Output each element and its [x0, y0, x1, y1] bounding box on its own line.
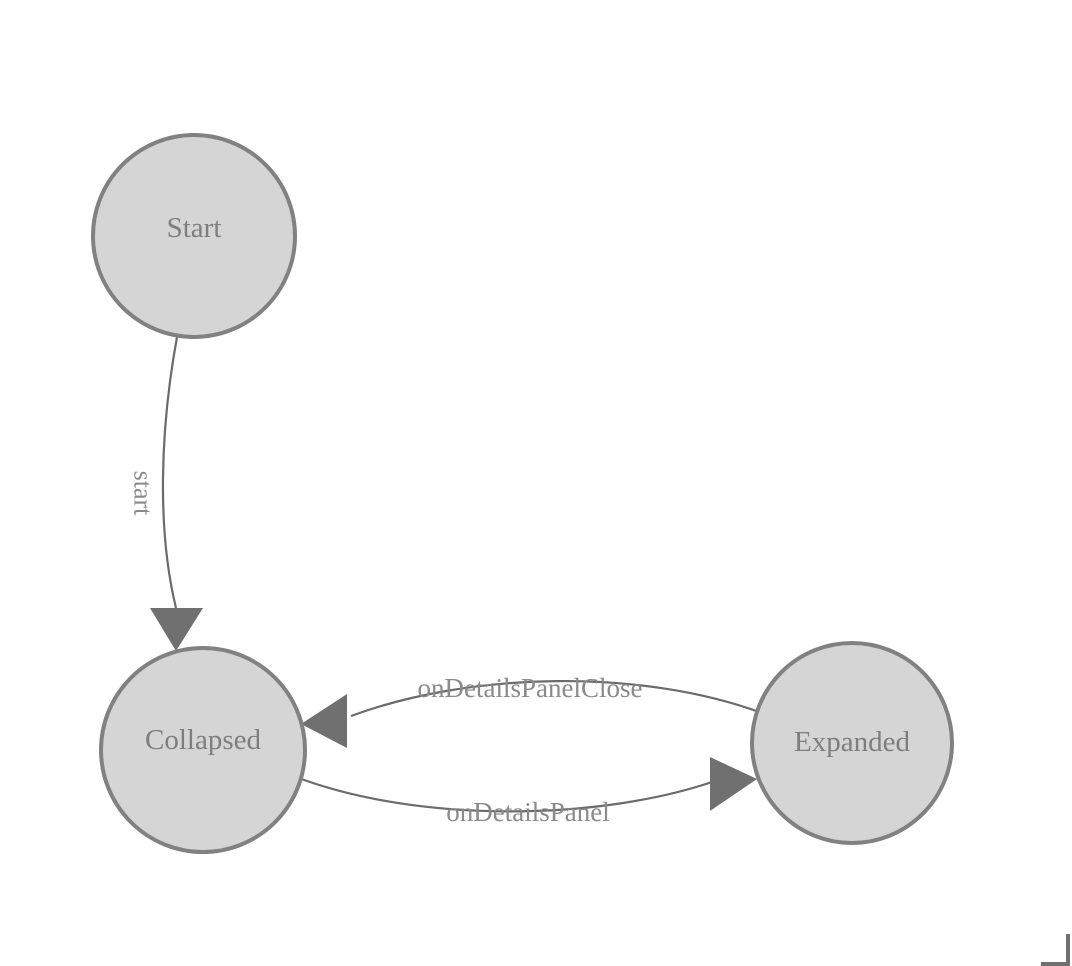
corner-mark-vertical: [1066, 934, 1070, 966]
edge-path-collapsed-to-expanded: [295, 775, 713, 813]
arrowhead-right-icon: [710, 757, 757, 811]
edge-expanded-to-collapsed[interactable]: [301, 679, 763, 748]
arrowhead-down-icon: [150, 608, 203, 651]
node-collapsed[interactable]: Collapsed: [99, 646, 307, 854]
edge-label-start: start: [129, 471, 158, 517]
arrowhead-left-icon: [301, 694, 347, 748]
node-expanded[interactable]: Expanded: [750, 641, 954, 845]
edge-path-start-to-collapsed: [161, 336, 179, 609]
node-expanded-circle: [750, 641, 954, 845]
node-start-label: Start: [167, 212, 222, 244]
node-collapsed-circle: [99, 646, 307, 854]
node-expanded-label: Expanded: [794, 726, 910, 758]
edge-label-on-details-panel: onDetailsPanel: [446, 797, 609, 827]
edge-collapsed-to-expanded[interactable]: [295, 757, 757, 813]
corner-bracket-mark: [1041, 934, 1070, 966]
node-collapsed-label: Collapsed: [145, 724, 261, 756]
edge-path-expanded-to-collapsed: [350, 679, 763, 718]
edge-label-on-details-panel-close: onDetailsPanelClose: [418, 673, 643, 703]
node-start-circle: [91, 133, 297, 339]
edge-start-to-collapsed[interactable]: [150, 336, 203, 651]
corner-mark-horizontal: [1041, 962, 1070, 966]
node-start[interactable]: Start: [91, 133, 297, 339]
